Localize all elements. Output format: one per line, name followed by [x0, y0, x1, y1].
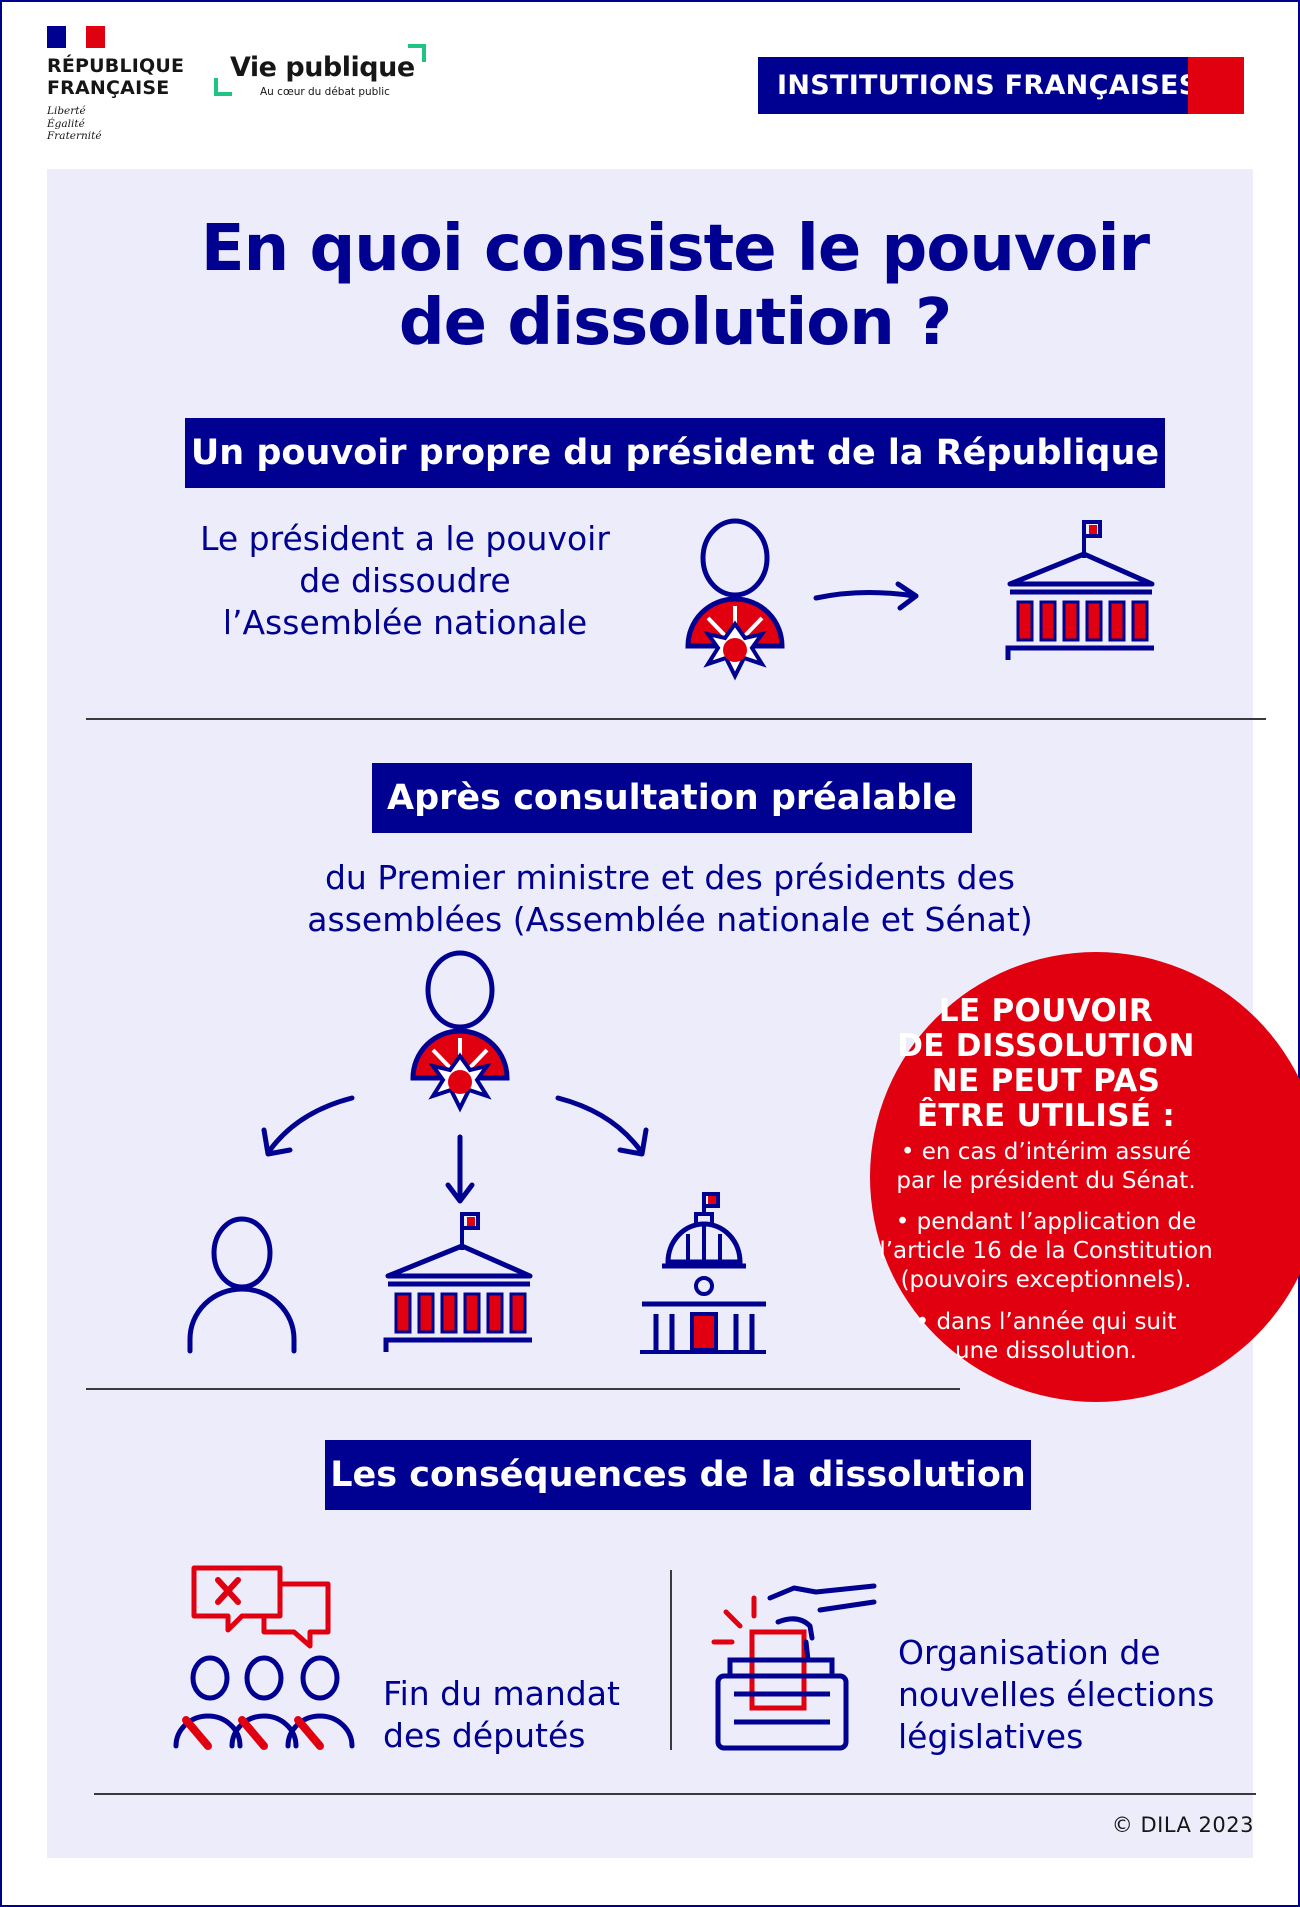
copyright: © DILA 2023 [1111, 1813, 1254, 1837]
warning-item-line: l’article 16 de la Constitution [879, 1238, 1213, 1264]
assemblee-nationale-icon [383, 1212, 533, 1352]
bracket-top-right-icon [408, 44, 426, 62]
president-icon [410, 950, 510, 1113]
consequence-text-line: Organisation de [898, 1633, 1161, 1672]
motto-liberte: Liberté [47, 105, 86, 117]
page-title: En quoi consiste le pouvoir de dissoluti… [0, 212, 1300, 360]
warning-item-annee: • dans l’année qui suit une dissolution. [870, 1308, 1222, 1366]
deputes-icon [173, 1565, 355, 1750]
president-icon [685, 518, 785, 681]
senat-icon [640, 1192, 766, 1354]
republique-line2: FRANÇAISE [47, 77, 170, 99]
warning-title-line: LE POUVOIR [938, 993, 1154, 1029]
warning-item-line: une dissolution. [955, 1338, 1137, 1364]
warning-item-line: par le président du Sénat. [896, 1168, 1196, 1194]
section2-text-line: assemblées (Assemblée nationale et Sénat… [307, 900, 1033, 939]
section1-text-line: de dissoudre [299, 561, 511, 600]
warning-item-line: • pendant l’application de [895, 1209, 1197, 1235]
bracket-bottom-left-icon [214, 78, 232, 96]
consequence-text-line: des députés [383, 1716, 586, 1755]
warning-item-article-16: • pendant l’application de l’article 16 … [870, 1208, 1222, 1295]
footer-divider [94, 1793, 1256, 1795]
consequence-fin-mandat: Fin du mandat des députés [383, 1673, 703, 1757]
consequence-text-line: Fin du mandat [383, 1674, 620, 1713]
ballot-box-icon [711, 1583, 877, 1751]
assemblee-nationale-icon [1005, 520, 1155, 660]
warning-title-line: DE DISSOLUTION [897, 1028, 1195, 1064]
vertical-divider [670, 1570, 672, 1750]
warning-circle: LE POUVOIR DE DISSOLUTION NE PEUT PAS ÊT… [870, 952, 1300, 1402]
consequence-text-line: nouvelles élections [898, 1675, 1215, 1714]
category-badge-label: INSTITUTIONS FRANÇAISES [777, 70, 1199, 101]
warning-title: LE POUVOIR DE DISSOLUTION NE PEUT PAS ÊT… [870, 994, 1222, 1134]
arrow-right-icon [813, 581, 919, 611]
section-heading-consequences: Les conséquences de la dissolution [325, 1440, 1031, 1510]
vie-publique-title: Vie publique [230, 52, 415, 83]
motto-egalite: Égalité [47, 117, 85, 130]
marianne-flag-icon [47, 26, 105, 48]
page-title-line1: En quoi consiste le pouvoir [200, 212, 1150, 286]
page-title-line2: de dissolution ? [398, 286, 952, 360]
section-heading-pouvoir-propre: Un pouvoir propre du président de la Rép… [185, 418, 1165, 488]
warning-title-line: NE PEUT PAS [931, 1063, 1161, 1099]
vie-publique-tagline: Au cœur du débat public [260, 86, 390, 98]
section1-text: Le président a le pouvoir de dissoudre l… [170, 518, 640, 644]
section-heading-consultation: Après consultation préalable [372, 763, 972, 833]
section-divider [86, 1388, 960, 1390]
category-badge: INSTITUTIONS FRANÇAISES [758, 57, 1244, 114]
consequence-nouvelles-elections: Organisation de nouvelles élections légi… [898, 1632, 1248, 1758]
premier-ministre-icon [187, 1216, 297, 1354]
warning-item-line: • dans l’année qui suit [915, 1309, 1177, 1335]
warning-title-line: ÊTRE UTILISÉ : [916, 1098, 1176, 1134]
section-divider [86, 718, 1266, 720]
section1-text-line: l’Assemblée nationale [222, 603, 588, 642]
warning-item-line: • en cas d’intérim assuré [900, 1139, 1192, 1165]
section1-text-line: Le président a le pouvoir [200, 519, 610, 558]
republique-line1: RÉPUBLIQUE [47, 55, 185, 77]
consequence-text-line: législatives [898, 1717, 1084, 1756]
category-badge-accent [1188, 57, 1244, 114]
warning-item-line: (pouvoirs exceptionnels). [900, 1267, 1192, 1293]
section2-text-line: du Premier ministre et des présidents de… [324, 858, 1015, 897]
arrow-left-down-icon [261, 1095, 355, 1157]
arrow-right-down-icon [555, 1095, 649, 1157]
motto-fraternite: Fraternité [47, 130, 102, 142]
vie-publique-logo: Vie publique Au cœur du débat public [214, 44, 426, 100]
section2-text: du Premier ministre et des présidents de… [230, 857, 1110, 941]
republique-francaise-logo: RÉPUBLIQUE FRANÇAISE Liberté Égalité Fra… [47, 26, 184, 143]
warning-item-interim: • en cas d’intérim assuré par le préside… [870, 1138, 1222, 1196]
arrow-down-icon [445, 1134, 475, 1204]
